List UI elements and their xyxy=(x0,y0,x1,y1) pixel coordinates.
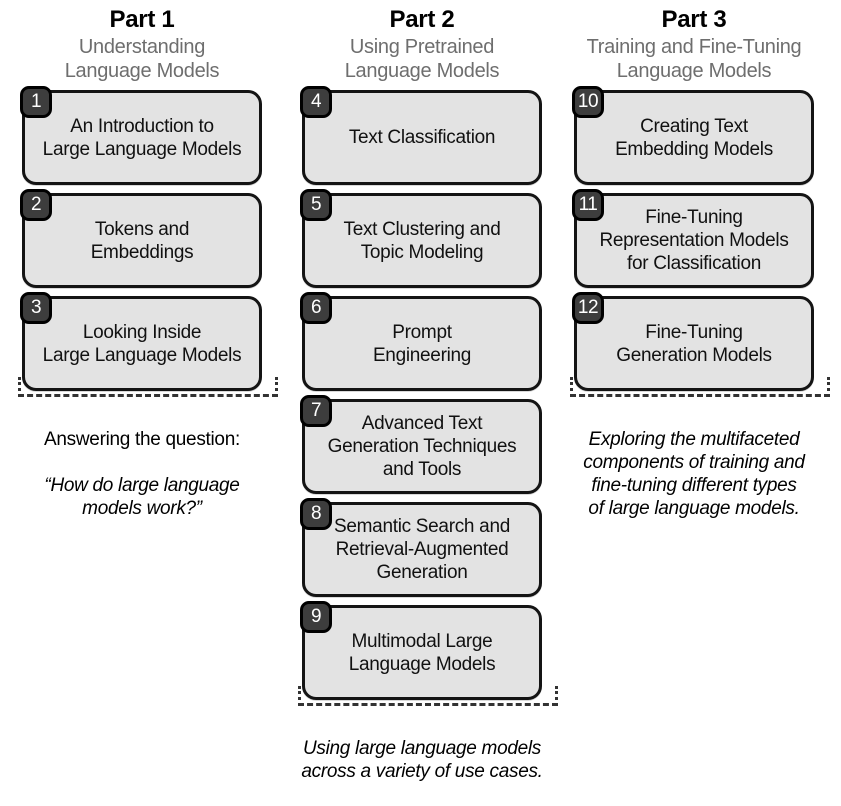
chapter-box-5[interactable]: 5 Text Clustering and Topic Modeling xyxy=(300,189,542,288)
part-title-3: Part 3 xyxy=(661,6,727,33)
chapter-label-11: Fine-Tuning Representation Models for Cl… xyxy=(599,207,789,274)
chapter-stack-1: 1 An Introduction to Large Language Mode… xyxy=(18,86,266,391)
chapter-label-5: Text Clustering and Topic Modeling xyxy=(343,218,501,263)
part-column-3: Part 3 Training and Fine-Tuning Language… xyxy=(570,0,830,543)
part-caption-italic-3: Exploring the multifaceted components of… xyxy=(583,429,805,519)
part-header-2: Part 2 Using Pretrained Language Models xyxy=(298,0,546,83)
chapter-stack-2: 4 Text Classification 5 Text Clustering … xyxy=(298,86,546,700)
chapter-stack-3: 10 Creating Text Embedding Models 11 Fin… xyxy=(570,86,818,391)
diagram-canvas: Part 1 Understanding Language Models 1 A… xyxy=(18,0,830,782)
chapter-box-7[interactable]: 7 Advanced Text Generation Techniques an… xyxy=(300,395,542,494)
chapter-label-12: Fine-Tuning Generation Models xyxy=(616,321,772,366)
chapter-number-badge-3: 3 xyxy=(20,292,52,324)
chapter-box-3[interactable]: 3 Looking Inside Large Language Models xyxy=(20,292,262,391)
chapter-number-badge-10: 10 xyxy=(572,86,604,118)
chapter-number-badge-5: 5 xyxy=(300,189,332,221)
chapter-box-9[interactable]: 9 Multimodal Large Language Models xyxy=(300,601,542,700)
chapter-box-10[interactable]: 10 Creating Text Embedding Models xyxy=(572,86,814,185)
chapter-label-9: Multimodal Large Language Models xyxy=(348,630,496,675)
chapter-number-badge-11: 11 xyxy=(572,189,604,221)
chapter-number-badge-7: 7 xyxy=(300,395,332,427)
chapter-number-badge-4: 4 xyxy=(300,86,332,118)
chapter-label-10: Creating Text Embedding Models xyxy=(615,115,773,160)
chapter-number-badge-12: 12 xyxy=(572,292,604,324)
part-subtitle-2: Using Pretrained Language Models xyxy=(344,36,500,82)
dotted-bracket-part-3 xyxy=(570,377,830,397)
chapter-label-3: Looking Inside Large Language Models xyxy=(42,321,242,366)
dotted-bracket-part-1 xyxy=(18,377,278,397)
part-title-2: Part 2 xyxy=(389,6,455,33)
part-title-1: Part 1 xyxy=(109,6,175,33)
chapter-label-4: Text Classification xyxy=(348,127,496,148)
chapter-box-1[interactable]: 1 An Introduction to Large Language Mode… xyxy=(20,86,262,185)
part-caption-quote-1: “How do large language models work?” xyxy=(44,475,240,519)
dotted-bracket-part-2 xyxy=(298,686,558,706)
chapter-label-7: Advanced Text Generation Techniques and … xyxy=(327,413,517,480)
chapter-number-badge-2: 2 xyxy=(20,189,52,221)
chapter-number-badge-6: 6 xyxy=(300,292,332,324)
chapter-box-12[interactable]: 12 Fine-Tuning Generation Models xyxy=(572,292,814,391)
part-caption-lead-1: Answering the question: xyxy=(44,429,240,450)
part-caption-1: Answering the question: “How do large la… xyxy=(18,405,266,543)
chapter-box-4[interactable]: 4 Text Classification xyxy=(300,86,542,185)
part-header-3: Part 3 Training and Fine-Tuning Language… xyxy=(570,0,818,83)
chapter-box-2[interactable]: 2 Tokens and Embeddings xyxy=(20,189,262,288)
part-column-1: Part 1 Understanding Language Models 1 A… xyxy=(18,0,278,543)
chapter-label-6: Prompt Engineering xyxy=(372,321,472,366)
part-caption-3: Exploring the multifaceted components of… xyxy=(570,405,818,543)
chapter-box-8[interactable]: 8 Semantic Search and Retrieval-Augmente… xyxy=(300,498,542,597)
chapter-box-6[interactable]: 6 Prompt Engineering xyxy=(300,292,542,391)
part-caption-2: Using large language models across a var… xyxy=(298,714,546,806)
chapter-label-8: Semantic Search and Retrieval-Augmented … xyxy=(334,516,510,583)
part-header-1: Part 1 Understanding Language Models xyxy=(18,0,266,83)
chapter-box-11[interactable]: 11 Fine-Tuning Representation Models for… xyxy=(572,189,814,288)
chapter-label-1: An Introduction to Large Language Models xyxy=(42,115,242,160)
part-subtitle-1: Understanding Language Models xyxy=(64,36,220,82)
chapter-label-2: Tokens and Embeddings xyxy=(90,218,194,263)
chapter-number-badge-1: 1 xyxy=(20,86,52,118)
part-column-2: Part 2 Using Pretrained Language Models … xyxy=(298,0,558,806)
part-subtitle-3: Training and Fine-Tuning Language Models xyxy=(586,36,802,82)
chapter-number-badge-8: 8 xyxy=(300,498,332,530)
chapter-number-badge-9: 9 xyxy=(300,601,332,633)
part-caption-italic-2: Using large language models across a var… xyxy=(301,738,543,782)
